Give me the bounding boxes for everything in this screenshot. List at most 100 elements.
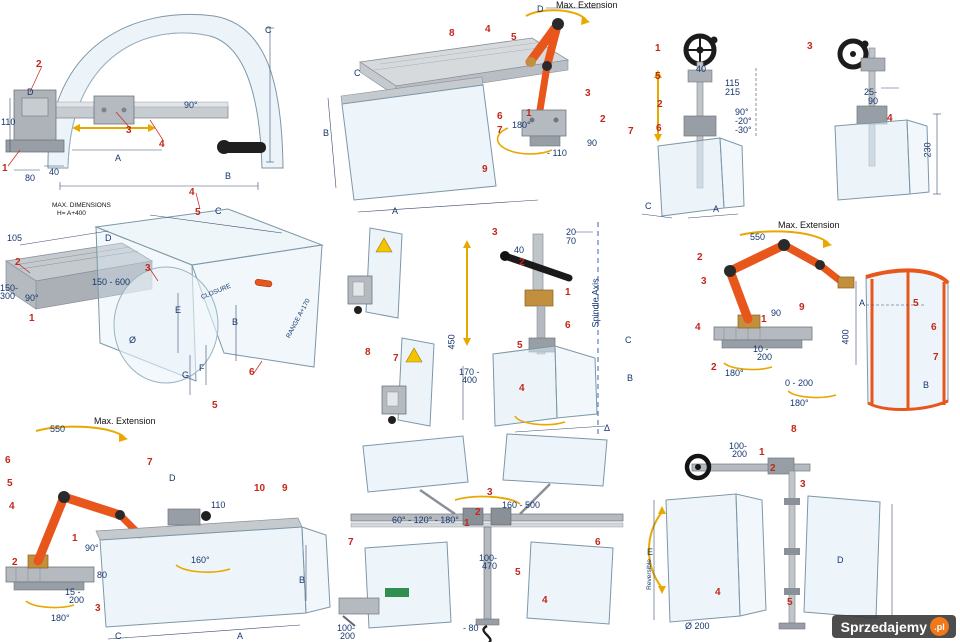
dim-label: 40 xyxy=(696,64,707,74)
shield xyxy=(834,119,930,201)
dim-label: B xyxy=(627,373,634,383)
front-shield xyxy=(340,76,497,201)
dimension-lines xyxy=(9,27,274,190)
swing-arrow xyxy=(648,506,666,594)
callout: 2 xyxy=(15,257,21,268)
callout: 4 xyxy=(695,322,701,333)
dim-label: D xyxy=(169,473,176,483)
callout: 3 xyxy=(701,276,707,287)
panel-double-shield: 3 160 - 500 2 1 60° - 120° - 180° 6 100-… xyxy=(335,430,640,642)
dim-label: 400 xyxy=(840,329,851,345)
dimension-lines xyxy=(327,7,600,213)
dim-label: 180° xyxy=(725,368,744,378)
callout: 6 xyxy=(497,111,503,122)
panel-hood-guard: 2 D 3 4 C 110 1 80 40 A B 90° xyxy=(0,0,300,200)
watermark-tld-badge: .pl xyxy=(930,617,949,636)
dim-label: 90 xyxy=(771,308,782,318)
dim-label: A xyxy=(115,153,122,163)
dim-label: 0 - 200 xyxy=(785,378,814,388)
dim-label: A xyxy=(237,631,244,641)
clamp-bracket-b xyxy=(381,385,407,424)
dim-label: 100- xyxy=(337,623,356,633)
cross-rail xyxy=(350,507,624,528)
shield-clamp xyxy=(167,508,211,526)
dim-label: 100- xyxy=(479,553,498,563)
top-shield-right xyxy=(502,433,608,515)
dim-label: C xyxy=(265,25,272,35)
callout: 5 xyxy=(195,207,201,218)
handle-grip xyxy=(217,140,266,154)
dim-label: 470 xyxy=(482,561,498,571)
dim-label: 550 xyxy=(750,232,766,242)
callout: 2 xyxy=(36,59,42,70)
dim-label: 40 xyxy=(49,167,60,177)
callout: 4 xyxy=(519,383,525,394)
shield-strip-a xyxy=(365,227,403,319)
machine-bed xyxy=(4,242,154,310)
dim-label: 90° xyxy=(184,100,198,110)
top-arm xyxy=(684,453,811,481)
dim-label: C xyxy=(115,631,122,641)
post xyxy=(778,470,806,630)
callout: 4 xyxy=(715,587,721,598)
callout: 6 xyxy=(931,322,937,333)
shield xyxy=(657,137,745,217)
travel-arrow xyxy=(654,70,662,142)
callout: 2 xyxy=(600,114,606,125)
callout: 7 xyxy=(348,537,354,548)
dim-label: 115 xyxy=(725,78,740,88)
watermark-brand: Sprzedajemy xyxy=(840,618,927,635)
callout: 1 xyxy=(464,518,470,529)
rotation-arrows xyxy=(25,425,231,609)
dim-label: C xyxy=(645,201,652,211)
dim-label: 150- xyxy=(0,283,19,293)
clamp-base xyxy=(5,554,95,591)
travel-arrow xyxy=(463,240,471,346)
lower-shield-left xyxy=(364,541,452,629)
callout: 2 xyxy=(711,362,717,373)
callout: 1 xyxy=(2,163,8,174)
callout: 4 xyxy=(542,595,548,606)
panel-table-arm-guard: Max. Extension D 8 4 5 C 3 2 B 6 7 180° … xyxy=(300,0,640,225)
dim-label: D xyxy=(105,233,112,243)
leader-lines xyxy=(7,65,164,167)
dim-label: 90 xyxy=(868,96,879,106)
panel-reversible-guard: 1 2 3 4 5 E D Ø 200 Reversible 100- 200 xyxy=(640,440,960,642)
dim-label: 150 - 600 xyxy=(92,277,131,287)
reversible-guard-drawing xyxy=(648,453,893,630)
callout: 7 xyxy=(393,353,399,364)
callout: 4 xyxy=(159,139,165,150)
callout: 6 xyxy=(565,320,571,331)
callout: 1 xyxy=(526,108,532,119)
rotation-arrow xyxy=(454,495,521,505)
callout: 9 xyxy=(482,164,488,175)
dim-label: 200 xyxy=(732,449,748,459)
dimension-lines xyxy=(855,281,926,365)
dim-label: A xyxy=(859,298,866,308)
dim-label: 90° xyxy=(85,543,99,553)
articulated-arm xyxy=(33,491,144,566)
callout: 7 xyxy=(628,126,634,137)
dim-label: C xyxy=(354,68,361,78)
dim-label: 60° - 120° - 180° xyxy=(392,515,459,525)
max-dimensions-label: MAX. DIMENSIONS xyxy=(52,202,111,209)
articulated-arm xyxy=(525,18,564,114)
column xyxy=(856,47,888,167)
dim-label: 80 xyxy=(97,570,108,580)
dim-label: E xyxy=(647,547,654,557)
spindle-head xyxy=(500,233,573,355)
callout: 5 xyxy=(517,340,523,351)
dim-label: 80 xyxy=(25,173,36,183)
dim-label: 300 xyxy=(0,291,16,301)
callout: 1 xyxy=(29,313,35,324)
bench-arm-guard-drawing xyxy=(5,425,331,640)
callout: 5 xyxy=(515,567,521,578)
curved-shield xyxy=(865,268,950,411)
dim-label: 170 - xyxy=(459,367,480,377)
dimension-lines xyxy=(107,545,307,640)
dim-label: Δ xyxy=(604,423,611,433)
spindle-axis-label: Spindle Axis xyxy=(590,278,601,328)
callout: 4 xyxy=(887,113,893,124)
watermark: Sprzedajemy .pl xyxy=(831,615,956,638)
hood-guard-drawing xyxy=(5,13,284,190)
